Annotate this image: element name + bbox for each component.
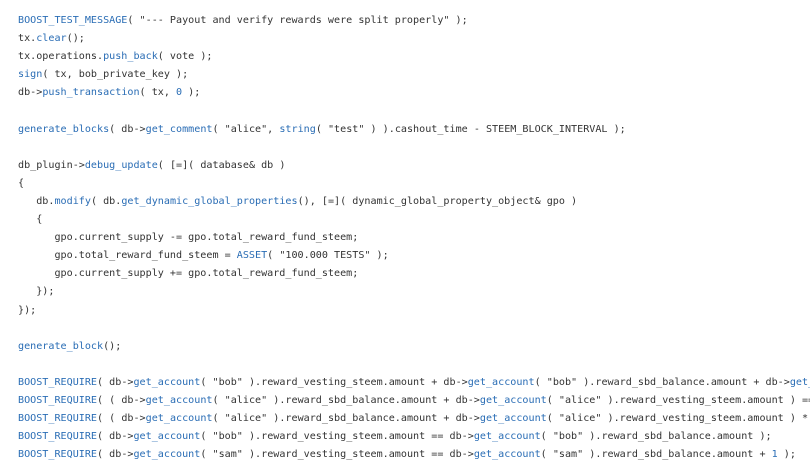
code-identifier: get_account (133, 449, 201, 461)
code-identifier: get_account (479, 413, 547, 425)
code-line: db_plugin->debug_update( [=]( database& … (18, 157, 810, 175)
code-text: ( "alice" ).reward_vesting_steem.amount … (546, 413, 810, 425)
code-line (18, 356, 810, 374)
code-line: db.modify( db.get_dynamic_global_propert… (18, 193, 810, 211)
code-text: ( db-> (97, 431, 134, 443)
code-text: gpo.current_supply -= gpo.total_reward_f… (18, 232, 359, 244)
code-identifier: BOOST_REQUIRE (18, 376, 98, 388)
code-identifier: BOOST_TEST_MESSAGE (18, 15, 128, 26)
code-text: ( "alice" ).reward_sbd_balance.amount + … (212, 394, 480, 406)
code-identifier: 1 (771, 449, 778, 461)
code-text: ( "sam" ).reward_vesting_steem.amount ==… (200, 449, 474, 461)
code-line: generate_block(); (18, 338, 810, 356)
code-text: db-> (18, 87, 43, 99)
code-text: tx.operations. (18, 51, 104, 63)
code-line: }); (18, 283, 810, 301)
code-identifier: get_acc (789, 376, 810, 388)
code-line: BOOST_REQUIRE( db->get_account( "bob" ).… (18, 428, 810, 446)
code-identifier: debug_update (84, 159, 158, 171)
code-identifier: get_account (467, 376, 535, 388)
code-text: (); (103, 340, 122, 352)
code-text: ( "bob" ).reward_sbd_balance.amount ); (540, 431, 772, 443)
code-identifier: get_account (133, 376, 201, 388)
code-identifier: get_comment (145, 123, 213, 135)
code-text: ( "bob" ).reward_vesting_steem.amount + … (200, 376, 468, 388)
code-block: BOOST_TEST_MESSAGE( "--- Payout and veri… (18, 12, 810, 464)
code-text: ( "alice", (212, 123, 280, 135)
code-identifier: push_back (103, 51, 158, 63)
code-text: (), [=]( dynamic_global_property_object&… (297, 195, 578, 207)
code-identifier: BOOST_REQUIRE (18, 431, 98, 443)
code-text: ( ( db-> (97, 413, 146, 425)
code-text: gpo.current_supply += gpo.total_reward_f… (18, 268, 359, 280)
code-text: (); (66, 33, 85, 45)
code-text: ( "bob" ).reward_vesting_steem.amount ==… (200, 431, 474, 443)
code-line (18, 320, 810, 338)
code-identifier: generate_blocks (18, 123, 110, 135)
code-identifier: get_account (133, 431, 201, 443)
code-text: tx. (18, 33, 37, 45)
code-text: ); (777, 449, 796, 461)
code-identifier: BOOST_REQUIRE (18, 413, 98, 425)
code-text: ( tx, (139, 87, 177, 99)
code-line (18, 139, 810, 157)
code-line: gpo.current_supply -= gpo.total_reward_f… (18, 229, 810, 247)
code-text: ( "bob" ).reward_sbd_balance.amount + db… (534, 376, 790, 388)
code-line: gpo.current_supply += gpo.total_reward_f… (18, 265, 810, 283)
code-identifier: modify (54, 195, 91, 207)
code-text: ( db-> (109, 123, 146, 135)
code-text: db_plugin-> (18, 159, 85, 171)
code-text: ( db. (90, 195, 122, 207)
code-text: ( "sam" ).reward_sbd_balance.amount + (540, 449, 772, 461)
code-text: ( [=]( database& db ) (157, 159, 286, 171)
code-line: BOOST_TEST_MESSAGE( "--- Payout and veri… (18, 12, 810, 30)
code-line: generate_blocks( db->get_comment( "alice… (18, 121, 810, 139)
code-identifier: BOOST_REQUIRE (18, 394, 98, 406)
code-text: ( db-> (97, 449, 134, 461)
code-identifier: get_dynamic_global_properties (121, 195, 298, 207)
code-line: BOOST_REQUIRE( db->get_account( "sam" ).… (18, 446, 810, 464)
code-line: { (18, 175, 810, 193)
code-identifier: get_account (145, 394, 213, 406)
code-text: ( "--- Payout and verify rewards were sp… (127, 15, 468, 26)
code-line: BOOST_REQUIRE( ( db->get_account( "alice… (18, 392, 810, 410)
code-text: ( vote ); (157, 51, 213, 63)
code-line: { (18, 211, 810, 229)
code-text: { (18, 177, 25, 189)
code-line (18, 102, 810, 120)
code-text: ); (182, 87, 201, 99)
code-text: { (18, 214, 43, 226)
code-text: ( ( db-> (97, 394, 146, 406)
code-text: db. (18, 195, 55, 207)
code-text: }); (18, 304, 37, 316)
code-identifier: push_transaction (42, 87, 140, 99)
code-line: }); (18, 302, 810, 320)
code-line: tx.clear(); (18, 30, 810, 48)
code-identifier: BOOST_REQUIRE (18, 449, 98, 461)
code-text: ( "test" ) ).cashout_time - STEEM_BLOCK_… (315, 123, 626, 135)
code-identifier: get_account (473, 449, 541, 461)
code-text: ( "100.000 TESTS" ); (267, 250, 389, 262)
code-line: BOOST_REQUIRE( ( db->get_account( "alice… (18, 410, 810, 428)
code-text: ( "alice" ).reward_sbd_balance.amount + … (212, 413, 480, 425)
code-line: sign( tx, bob_private_key ); (18, 66, 810, 84)
code-line: db->push_transaction( tx, 0 ); (18, 84, 810, 102)
code-identifier: get_account (473, 431, 541, 443)
code-identifier: 0 (176, 87, 183, 99)
code-text: gpo.total_reward_fund_steem = (18, 250, 237, 262)
code-identifier: generate_block (18, 340, 104, 352)
code-text: ( tx, bob_private_key ); (42, 69, 189, 81)
code-identifier: sign (18, 69, 43, 81)
code-identifier: get_account (479, 394, 547, 406)
code-identifier: string (279, 123, 316, 135)
code-identifier: get_account (145, 413, 213, 425)
code-line: tx.operations.push_back( vote ); (18, 48, 810, 66)
code-text: ( "alice" ).reward_vesting_steem.amount … (546, 394, 810, 406)
code-line: BOOST_REQUIRE( db->get_account( "bob" ).… (18, 374, 810, 392)
code-identifier: ASSET (236, 250, 268, 262)
code-line: gpo.total_reward_fund_steem = ASSET( "10… (18, 247, 810, 265)
code-text: }); (18, 286, 55, 298)
code-identifier: clear (36, 33, 67, 45)
code-text: ( db-> (97, 376, 134, 388)
